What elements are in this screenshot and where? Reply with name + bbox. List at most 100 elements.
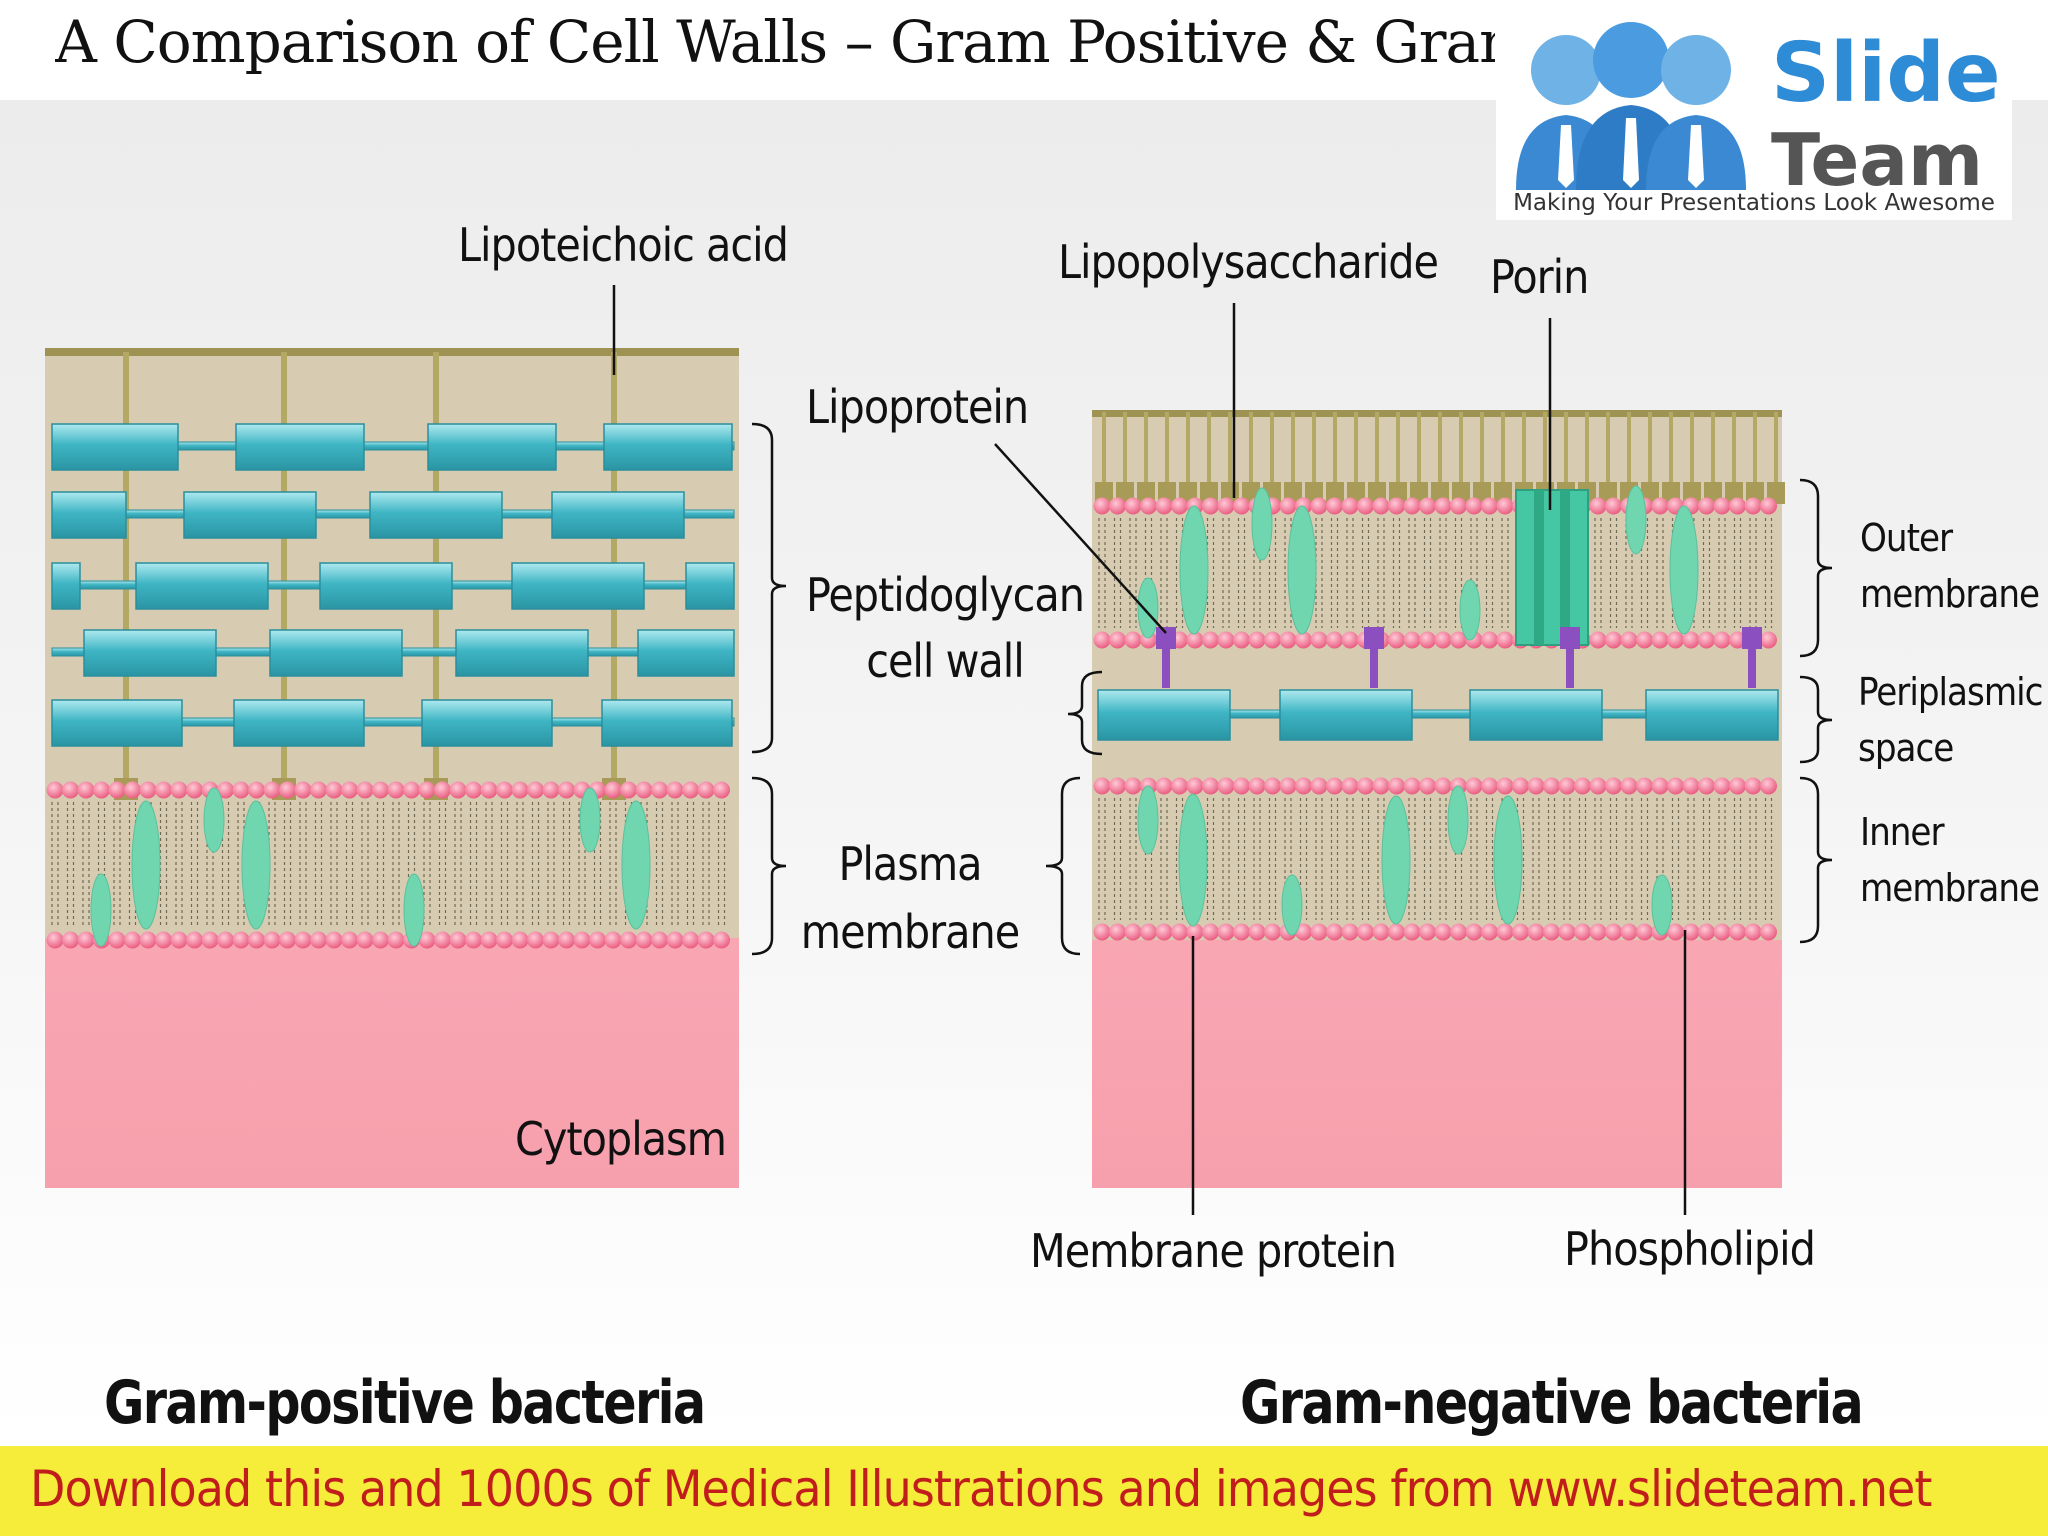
phospholipid-head <box>620 931 637 949</box>
lps-chain <box>1711 412 1715 482</box>
phospholipid-head <box>1202 777 1219 795</box>
phospholipid-head <box>449 781 467 799</box>
phospholipid-head <box>713 931 730 949</box>
phospholipid-head <box>1481 631 1498 649</box>
phospholipid-head <box>1729 497 1746 515</box>
phospholipid-head <box>527 931 544 949</box>
phospholipid-head <box>1403 631 1421 649</box>
phospholipid-head <box>1171 923 1188 941</box>
phospholipid-head <box>1465 497 1483 515</box>
phospholipid-head <box>666 931 684 949</box>
phospholipid-head <box>1171 777 1188 795</box>
phospholipid-head <box>511 931 529 949</box>
phospholipid-head <box>1558 777 1576 795</box>
phospholipid-head <box>1558 923 1576 941</box>
phospholipid-head <box>1310 923 1328 941</box>
label-inner-line2: membrane <box>1860 866 2040 910</box>
phospholipid-head <box>1589 497 1607 515</box>
phospholipid-head <box>1186 631 1204 649</box>
people-logo-icon <box>1516 22 1746 190</box>
phospholipid-head <box>1233 631 1250 649</box>
phospholipid-head <box>1093 777 1111 795</box>
phospholipid-head <box>558 781 575 799</box>
gram-negative-cytoplasm <box>1092 940 1782 1188</box>
membrane-protein <box>1381 795 1411 925</box>
membrane-protein <box>1178 793 1208 927</box>
phospholipid-head <box>1434 497 1452 515</box>
phospholipid-head <box>325 781 343 799</box>
phospholipid-head <box>139 931 157 949</box>
phospholipid-head <box>527 781 544 799</box>
membrane-protein <box>1493 795 1523 925</box>
lps-chain <box>1480 412 1484 482</box>
phospholipid-head <box>77 781 95 799</box>
phospholipid-head <box>635 781 653 799</box>
logo-word-team: Team <box>1771 118 1983 202</box>
phospholipid-head <box>480 931 498 949</box>
inner-membrane-bracket <box>1799 776 1833 944</box>
phospholipid-head <box>124 931 141 949</box>
phospholipid-head <box>573 931 591 949</box>
peptidoglycan-strand <box>603 423 733 471</box>
phospholipid-head <box>1481 777 1498 795</box>
phospholipid-head <box>542 781 560 799</box>
porin-body <box>1515 489 1589 646</box>
phospholipid-head <box>1310 497 1328 515</box>
lps-chain <box>1438 412 1442 482</box>
phospholipid-head <box>1217 631 1235 649</box>
cell-wall-diagram <box>45 285 1833 1215</box>
peptidoglycan-strand <box>685 562 735 610</box>
lipoprotein-head <box>1742 627 1762 649</box>
phospholipid-head <box>1729 631 1746 649</box>
phospholipid-head <box>1124 777 1142 795</box>
membrane-protein <box>1137 785 1159 855</box>
label-lipopolysaccharide: Lipopolysaccharide <box>1058 235 1439 289</box>
phospholipid-head <box>1388 777 1405 795</box>
peptidoglycan-strand <box>233 699 365 747</box>
phospholipid-head <box>1341 497 1359 515</box>
membrane-protein <box>403 873 425 947</box>
phospholipid-head <box>1636 777 1653 795</box>
phospholipid-head <box>1512 777 1529 795</box>
lipoprotein-anchors <box>1156 627 1762 688</box>
phospholipid-head <box>1109 923 1126 941</box>
phospholipid-head <box>1496 923 1514 941</box>
phospholipid-head <box>1465 923 1483 941</box>
phospholipid-head <box>155 931 172 949</box>
phospholipid-head <box>1481 923 1498 941</box>
label-outer-membrane: Outer membrane <box>1860 510 2040 622</box>
lps-chain <box>1375 412 1379 482</box>
gram-negative-panel <box>1092 410 1785 1188</box>
peptidoglycan-strand <box>1097 689 1231 741</box>
phospholipid-head <box>1155 497 1173 515</box>
phospholipid-head <box>1605 497 1622 515</box>
lps-chain <box>1753 412 1757 482</box>
phospholipid-head <box>1434 631 1452 649</box>
caption-gram-negative: Gram-negative bacteria <box>1240 1368 1864 1438</box>
label-lipoteichoic-acid: Lipoteichoic acid <box>458 218 789 272</box>
lps-chain <box>1228 412 1232 482</box>
phospholipid-head <box>1233 497 1250 515</box>
phospholipid-head <box>217 931 234 949</box>
phospholipid-head <box>170 781 188 799</box>
phospholipid-head <box>1465 777 1483 795</box>
label-plasma-line2: membrane <box>800 905 1020 959</box>
peptidoglycan-strand <box>369 491 503 539</box>
phospholipid-head <box>1744 923 1762 941</box>
phospholipid-head <box>1109 631 1126 649</box>
phospholipid-head <box>1279 631 1297 649</box>
phospholipid-head <box>1450 923 1467 941</box>
phospholipid-head <box>682 931 699 949</box>
membrane-protein <box>1625 485 1647 555</box>
phospholipid-head <box>1326 497 1343 515</box>
phospholipid-head <box>496 781 513 799</box>
phospholipid-head <box>1605 631 1622 649</box>
footer-download-text[interactable]: Download this and 1000s of Medical Illus… <box>30 1460 1932 1518</box>
phospholipid-head <box>248 931 265 949</box>
phospholipid-head <box>1574 777 1591 795</box>
lps-chain <box>1144 412 1148 482</box>
phospholipid-head <box>1698 923 1715 941</box>
phospholipid-head <box>1620 631 1638 649</box>
label-plasma-membrane: Plasma membrane <box>780 830 1040 966</box>
lps-chain <box>1186 412 1190 482</box>
